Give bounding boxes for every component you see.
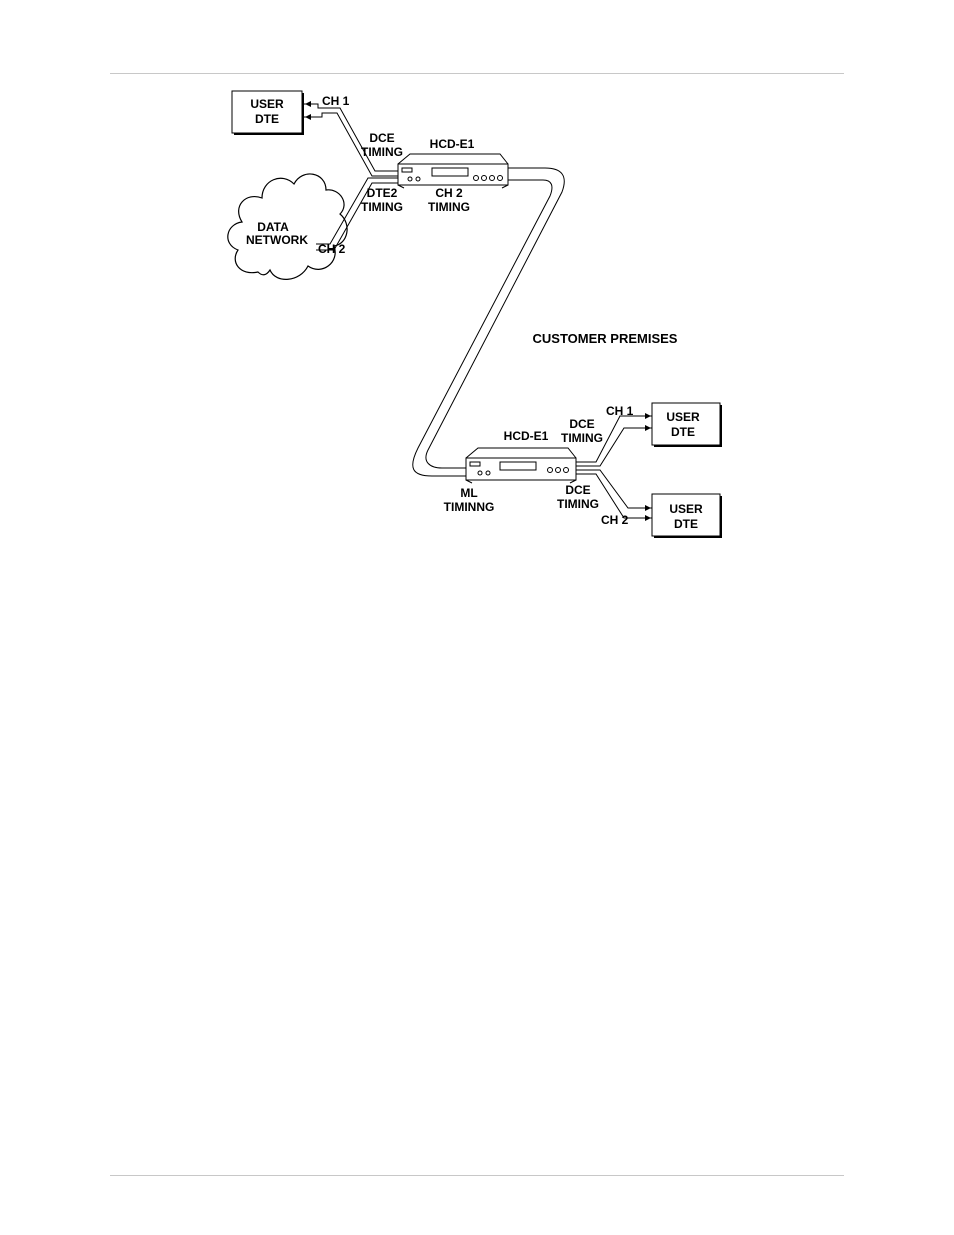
ch2-timing-line1: CH 2	[435, 186, 463, 200]
hcd-e1-a-label: HCD-E1	[430, 137, 475, 151]
hcd-e1-b-label: HCD-E1	[504, 429, 549, 443]
ch2-label-bottom: CH 2	[601, 513, 629, 527]
data-network-cloud: DATA NETWORK	[228, 174, 347, 279]
hcd-e1-device-b	[466, 448, 576, 483]
ml-timing-line2: TIMINNG	[444, 500, 495, 514]
dce-timing-a-line2: TIMING	[361, 145, 403, 159]
customer-premises-label: CUSTOMER PREMISES	[533, 331, 678, 346]
ml-timing-line1: ML	[460, 486, 477, 500]
user-dte-box-b1: USER DTE	[652, 403, 722, 446]
dce-timing-a-line1: DCE	[369, 131, 394, 145]
cloud-line2: NETWORK	[246, 233, 308, 247]
user-dte-b2-line1: USER	[669, 502, 703, 516]
ch1-label-bottom: CH 1	[606, 404, 634, 418]
dte2-timing-line1: DTE2	[367, 186, 398, 200]
ch2-label-top: CH 2	[318, 242, 346, 256]
user-dte-top-line1: USER	[250, 97, 284, 111]
dce-timing-b-bottom-line2: TIMING	[557, 497, 599, 511]
dce-timing-b-bottom-line1: DCE	[565, 483, 590, 497]
dce-timing-b-top-line1: DCE	[569, 417, 594, 431]
hcd-e1-device-a	[398, 154, 508, 188]
user-dte-box-b2: USER DTE	[652, 494, 722, 537]
dte2-timing-line2: TIMING	[361, 200, 403, 214]
ch2-timing-line2: TIMING	[428, 200, 470, 214]
user-dte-b1-line2: DTE	[671, 425, 695, 439]
user-dte-b2-line2: DTE	[674, 517, 698, 531]
user-dte-top-line2: DTE	[255, 112, 279, 126]
user-dte-box-top: USER DTE	[232, 91, 304, 134]
user-dte-b1-line1: USER	[666, 410, 700, 424]
dce-timing-b-top-line2: TIMING	[561, 431, 603, 445]
cloud-line1: DATA	[257, 220, 289, 234]
ch1-label-top: CH 1	[322, 94, 350, 108]
